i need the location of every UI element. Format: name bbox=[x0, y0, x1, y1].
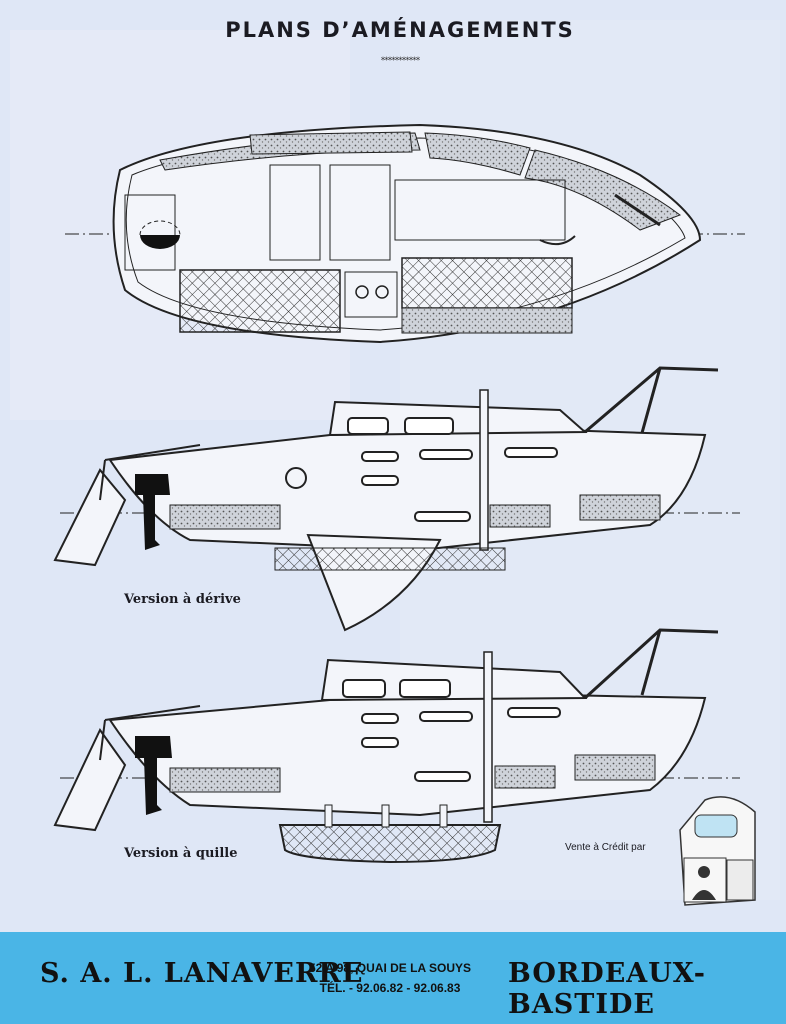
address-line-2: TÉL. - 92.06.82 - 92.06.83 bbox=[319, 981, 461, 995]
title-ornament: *********** bbox=[380, 56, 421, 66]
credit-label: Vente à Crédit par bbox=[565, 842, 646, 853]
quille-version-drawing bbox=[53, 628, 740, 864]
company-address: 52 A 98, QUAI DE LA SOUYS TÉL. - 92.06.8… bbox=[290, 958, 490, 998]
caption-quille-version: Version à quille bbox=[124, 846, 238, 861]
credit-box-illustration bbox=[679, 796, 756, 906]
footer-band bbox=[0, 932, 786, 1024]
company-city: BORDEAUX-BASTIDE bbox=[508, 958, 706, 1020]
boat-plans-drawing bbox=[53, 123, 756, 906]
company-name: S. A. L. LANAVERRE bbox=[40, 958, 364, 989]
caption-derive-version: Version à dérive bbox=[124, 592, 241, 607]
plan-view bbox=[65, 123, 745, 344]
page-title: PLANS D’AMÉNAGEMENTS bbox=[225, 18, 575, 42]
derive-version-drawing bbox=[53, 366, 740, 632]
address-line-1: 52 A 98, QUAI DE LA SOUYS bbox=[308, 961, 472, 975]
